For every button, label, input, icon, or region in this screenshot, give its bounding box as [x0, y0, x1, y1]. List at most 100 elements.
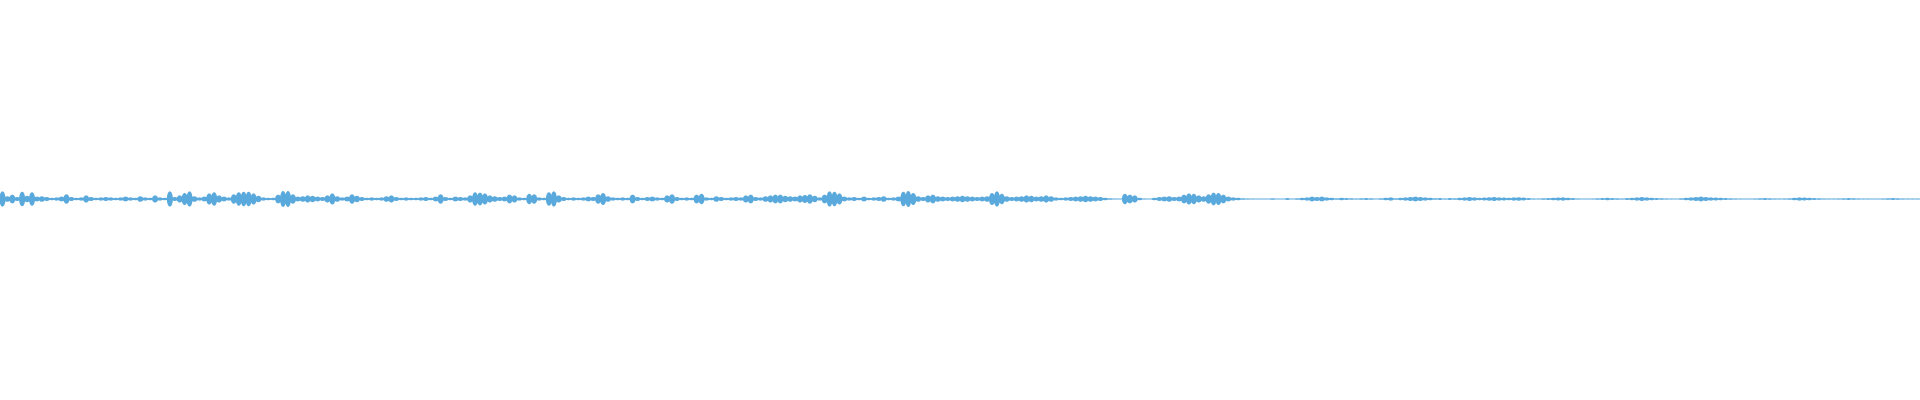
waveform-segment — [1510, 197, 1517, 201]
waveform-segment — [245, 191, 252, 207]
waveform-segment — [1407, 197, 1414, 201]
waveform-segment — [1353, 198, 1360, 200]
waveform-segment — [614, 197, 621, 201]
waveform-segment — [1752, 198, 1759, 200]
waveform-segment — [255, 195, 262, 203]
waveform-segment — [998, 193, 1005, 205]
waveform-segment — [1914, 198, 1920, 200]
waveform-segment — [196, 197, 203, 201]
waveform-segment — [565, 197, 572, 201]
waveform-segment — [319, 197, 326, 201]
waveform-segment — [688, 197, 695, 201]
waveform-segment — [920, 197, 927, 201]
waveform-segment — [1432, 198, 1439, 200]
waveform-segment — [289, 194, 296, 204]
waveform-segment — [344, 196, 351, 202]
waveform-segment — [1491, 197, 1498, 201]
waveform-segment — [1633, 197, 1640, 201]
waveform-segment — [870, 197, 877, 201]
waveform-segment — [1235, 197, 1242, 201]
waveform-segment — [1771, 198, 1778, 200]
waveform-segment — [1121, 193, 1128, 205]
waveform-segment — [383, 196, 390, 202]
waveform-segment — [609, 197, 616, 201]
waveform-segment — [1530, 198, 1537, 200]
waveform-segment — [1299, 197, 1306, 201]
waveform-segment — [644, 197, 651, 201]
waveform-segment — [659, 197, 666, 201]
waveform-segment — [0, 191, 6, 207]
waveform-segment — [176, 195, 183, 203]
waveform-segment — [885, 197, 892, 201]
waveform-segment — [1092, 196, 1099, 202]
waveform-segment — [782, 195, 789, 203]
waveform-segment — [447, 197, 454, 201]
waveform-segment — [723, 197, 730, 201]
waveform-segment — [619, 197, 626, 201]
waveform-segment — [654, 197, 661, 201]
waveform-segment — [826, 191, 833, 207]
waveform-segment — [1865, 198, 1872, 200]
waveform-segment — [4, 196, 11, 202]
waveform-segment — [462, 197, 469, 201]
waveform-segment — [1688, 197, 1695, 201]
waveform-segment — [939, 196, 946, 202]
waveform-segment — [865, 197, 872, 201]
waveform-segment — [737, 197, 744, 201]
waveform-segment — [1141, 198, 1148, 200]
waveform-segment — [1643, 197, 1650, 201]
waveform-segment — [673, 197, 680, 201]
waveform-segment — [536, 197, 543, 201]
waveform-segment — [993, 191, 1000, 207]
waveform-segment — [1200, 196, 1207, 202]
waveform-segment — [1107, 198, 1114, 200]
waveform-segment — [1806, 197, 1813, 201]
waveform-segment — [230, 194, 237, 204]
waveform-segment — [97, 197, 104, 201]
waveform-segment — [112, 197, 119, 201]
waveform-segment — [1466, 197, 1473, 201]
waveform-segment — [1880, 198, 1887, 200]
waveform-segment — [358, 197, 365, 201]
waveform-segment — [1776, 198, 1783, 200]
waveform-segment — [142, 197, 149, 201]
waveform-segment — [1604, 197, 1611, 201]
waveform-segment — [1628, 197, 1636, 201]
waveform-segment — [225, 197, 232, 201]
waveform-segment — [28, 192, 36, 206]
waveform-segment — [1358, 198, 1365, 200]
waveform-segment — [1850, 198, 1857, 200]
waveform-bars — [0, 191, 1920, 207]
waveform-segment — [580, 197, 587, 201]
waveform-segment — [767, 195, 774, 203]
waveform-segment — [555, 195, 562, 203]
waveform-segment — [467, 195, 474, 203]
waveform-segment — [1377, 198, 1384, 200]
waveform-segment — [1185, 193, 1192, 205]
waveform-segment — [718, 197, 725, 201]
waveform-segment — [787, 196, 794, 202]
waveform-segment — [875, 197, 882, 201]
waveform-segment — [43, 197, 50, 201]
waveform-segment — [147, 197, 154, 201]
waveform-segment — [1727, 198, 1734, 200]
waveform-segment — [1343, 198, 1350, 200]
waveform-segment — [575, 197, 582, 201]
waveform-segment — [1387, 197, 1394, 201]
waveform-segment — [1215, 193, 1222, 205]
waveform-segment — [664, 195, 671, 203]
waveform-segment — [68, 197, 75, 201]
waveform-segment — [1653, 198, 1660, 200]
waveform-segment — [1540, 198, 1547, 200]
waveform-segment — [1057, 197, 1064, 201]
waveform-segment — [270, 197, 277, 201]
waveform-segment — [1077, 196, 1084, 202]
waveform-segment — [585, 196, 592, 202]
waveform-segment — [1658, 198, 1665, 200]
waveform-segment — [979, 196, 986, 202]
waveform-segment — [220, 196, 228, 202]
waveform-segment — [1102, 197, 1109, 201]
waveform-segment — [860, 196, 868, 202]
waveform-segment — [521, 197, 528, 201]
